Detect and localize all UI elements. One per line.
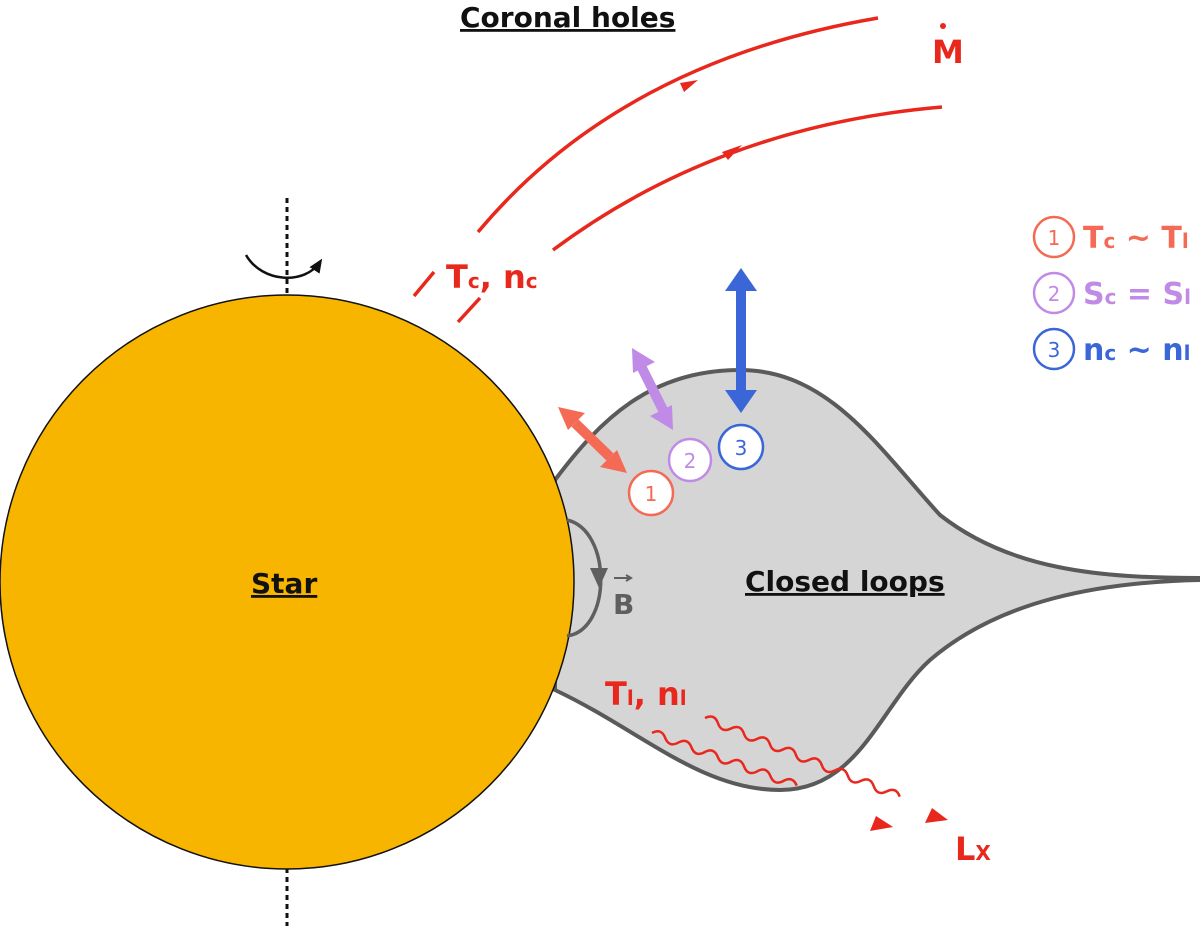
marker-3 — [717, 423, 765, 471]
double-arrow-icon — [558, 407, 627, 473]
wind-foot-inner — [456, 296, 482, 324]
wavy-arrow-icon — [651, 730, 798, 787]
marker-2 — [667, 437, 713, 483]
mass-loss-label: M — [932, 33, 964, 71]
star-title: Star — [251, 567, 317, 600]
legend-condition-2: Sc = Sl — [1083, 277, 1191, 312]
xray-arrowhead-2 — [925, 808, 948, 823]
rotation-arrow-icon — [244, 254, 323, 280]
conditions-legend: 1 Tc ~ Tl 2 Sc = Sl 3 nc ~ nl — [1032, 215, 1191, 371]
legend-marker-3 — [1032, 327, 1076, 371]
xray-arrowhead-1 — [870, 816, 893, 831]
closed-loops-title: Closed loops — [745, 565, 945, 598]
legend-marker-1 — [1032, 215, 1076, 259]
legend-marker-2 — [1032, 271, 1076, 315]
legend-condition-3: nc ~ nl — [1083, 333, 1190, 368]
star-disk — [0, 294, 575, 870]
marker-3-number: 3 — [735, 436, 748, 460]
marker-2-number: 2 — [684, 449, 697, 473]
field-loop-arrowhead — [590, 568, 608, 588]
mass-loss-dot — [940, 23, 946, 29]
wind-foot-outer — [412, 270, 436, 298]
open-field-line-outer — [476, 16, 879, 234]
coronal-temp-density-label: Tc, nc — [446, 258, 538, 296]
legend-condition-1: Tc ~ Tl — [1083, 221, 1189, 256]
legend-marker-1-number: 1 — [1048, 226, 1061, 250]
magnetic-field-label: B — [613, 588, 634, 621]
wind-arrow-head-inner — [722, 145, 742, 160]
legend-marker-3-number: 3 — [1048, 338, 1061, 362]
wind-arrow-head-outer — [680, 80, 698, 92]
marker-1 — [627, 469, 675, 517]
marker-1-number: 1 — [645, 482, 658, 506]
loop-temp-density-label: Tl, nl — [605, 675, 687, 713]
double-arrow-icon-3 — [725, 268, 757, 413]
open-field-line-inner — [551, 105, 943, 252]
legend-marker-2-number: 2 — [1048, 282, 1061, 306]
double-arrow-icon-2 — [632, 348, 673, 430]
vector-arrow-icon — [614, 574, 633, 582]
coronal-holes-title: Coronal holes — [460, 1, 675, 34]
xray-luminosity-label: LX — [955, 830, 991, 868]
wavy-arrow-icon-2 — [704, 715, 901, 798]
